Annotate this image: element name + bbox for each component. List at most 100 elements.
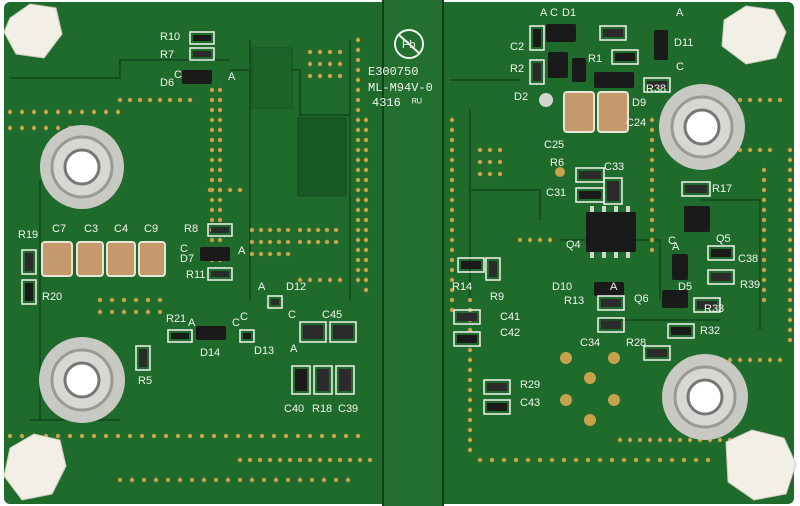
smd-component xyxy=(611,49,639,65)
designator-r2: R2 xyxy=(510,63,524,75)
smd-component xyxy=(707,269,735,285)
smd-component xyxy=(239,329,255,343)
designator-r7: R7 xyxy=(160,49,174,61)
diode-d11 xyxy=(654,30,668,60)
smd-component xyxy=(313,365,333,395)
standoff-bottom-right xyxy=(725,429,797,501)
polarity-mark: C xyxy=(174,69,182,81)
polarity-mark: A xyxy=(258,281,266,293)
designator-q6: Q6 xyxy=(634,293,649,305)
capacitor-c7 xyxy=(41,241,73,277)
designator-r20: R20 xyxy=(42,291,62,303)
designator-q5: Q5 xyxy=(716,233,731,245)
diode-r1 xyxy=(572,58,586,82)
designator-c7: C7 xyxy=(52,223,66,235)
designator-c34: C34 xyxy=(580,337,600,349)
marking-material: ML-M94V-0 xyxy=(368,81,433,95)
smd-component xyxy=(207,267,233,281)
polarity-mark: A xyxy=(540,7,548,19)
designator-d14: D14 xyxy=(200,347,220,359)
designator-r19: R19 xyxy=(18,229,38,241)
smd-component xyxy=(189,47,215,61)
smd-component xyxy=(167,329,193,343)
designator-d5: D5 xyxy=(678,281,692,293)
designator-d6: D6 xyxy=(160,77,174,89)
smd-component xyxy=(483,399,511,415)
capacitor-c25 xyxy=(563,91,595,133)
smd-component xyxy=(529,25,545,51)
designator-c40: C40 xyxy=(284,403,304,415)
polarity-mark: C xyxy=(240,311,248,323)
mounting-hole-top-right xyxy=(659,84,745,170)
standoff-top-right xyxy=(721,5,787,65)
designator-r18: R18 xyxy=(312,403,332,415)
designator-r32: R32 xyxy=(700,325,720,337)
designator-d12: D12 xyxy=(286,281,306,293)
polarity-mark: A xyxy=(672,241,680,253)
capacitor-c9 xyxy=(138,241,166,277)
marking-pb: Pb xyxy=(402,39,415,51)
designator-c9: C9 xyxy=(144,223,158,235)
diode-d7 xyxy=(200,247,230,261)
center-slot xyxy=(383,0,443,506)
designator-r14: R14 xyxy=(452,281,472,293)
transistor-q5 xyxy=(684,206,710,232)
polarity-mark: C xyxy=(676,61,684,73)
smd-component xyxy=(529,59,545,85)
designator-d13: D13 xyxy=(254,345,274,357)
diode-d14 xyxy=(196,326,226,340)
smd-component xyxy=(599,25,627,41)
designator-r33: R33 xyxy=(704,303,724,315)
smd-component xyxy=(453,309,481,325)
standoff-top-left xyxy=(3,3,63,59)
smd-component xyxy=(299,321,327,343)
smd-component xyxy=(597,317,625,333)
smd-component xyxy=(643,345,671,361)
smd-component xyxy=(681,181,711,197)
designator-c41: C41 xyxy=(500,311,520,323)
polarity-mark: A xyxy=(238,245,246,257)
smd-component xyxy=(597,295,625,311)
designator-c42: C42 xyxy=(500,327,520,339)
smd-component xyxy=(21,249,37,275)
designator-c43: C43 xyxy=(520,397,540,409)
designator-r13: R13 xyxy=(564,295,584,307)
designator-r38: R38 xyxy=(646,83,666,95)
designator-r10: R10 xyxy=(160,31,180,43)
smd-component xyxy=(483,379,511,395)
capacitor-c24 xyxy=(597,91,629,133)
svg-text:ᴿᵁ: ᴿᵁ xyxy=(412,97,422,109)
marking-ul-number: E300750 xyxy=(368,65,418,79)
transistor-q6 xyxy=(662,290,688,308)
polarity-mark: A xyxy=(228,71,236,83)
polarity-mark: A xyxy=(676,7,684,19)
polarity-mark: C xyxy=(668,235,676,247)
smd-component xyxy=(189,31,215,45)
smd-component xyxy=(457,257,485,273)
smd-component xyxy=(693,297,721,313)
pb-free-logo xyxy=(394,29,424,59)
designator-c4: C4 xyxy=(114,223,128,235)
smd-component xyxy=(707,245,735,261)
smd-component xyxy=(603,177,623,205)
designator-q4: Q4 xyxy=(566,239,581,251)
designator-r5: R5 xyxy=(138,375,152,387)
smd-component xyxy=(291,365,311,395)
smd-component xyxy=(135,345,151,371)
polarity-mark: C xyxy=(288,309,296,321)
designator-c39: C39 xyxy=(338,403,358,415)
designator-d1: D1 xyxy=(562,7,576,19)
mounting-hole-bottom-left xyxy=(39,337,125,423)
mounting-hole-top-left xyxy=(40,125,124,209)
standoff-bottom-left xyxy=(3,433,67,501)
marking-date-code: 4316 xyxy=(372,96,401,110)
smd-component xyxy=(575,167,605,183)
polarity-mark: C xyxy=(550,7,558,19)
designator-c31: C31 xyxy=(546,187,566,199)
designator-d11: D11 xyxy=(674,37,693,49)
smd-component xyxy=(453,331,481,347)
designator-c2: C2 xyxy=(510,41,524,53)
designator-r28: R28 xyxy=(626,337,646,349)
designator-c3: C3 xyxy=(84,223,98,235)
